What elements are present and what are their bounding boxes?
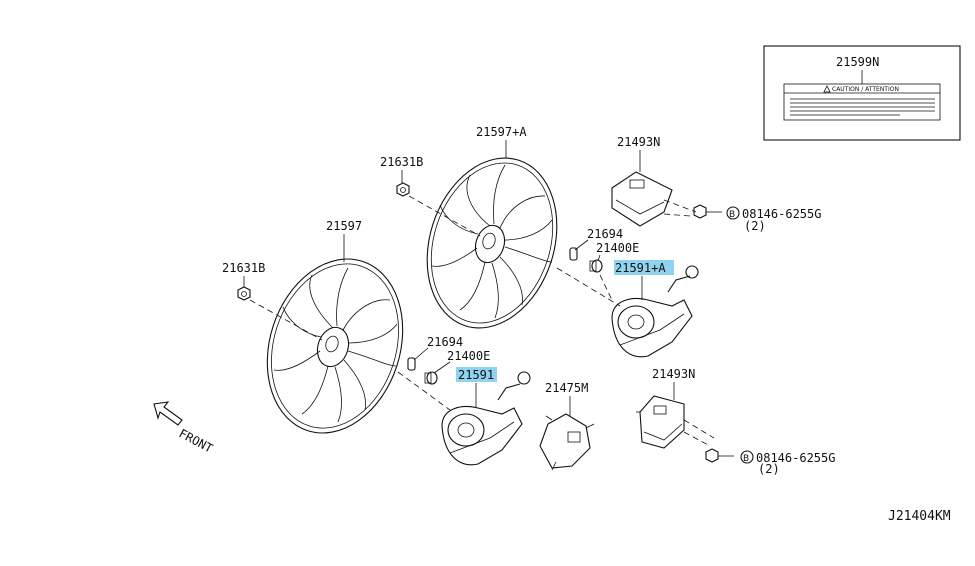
highlight-motor-upper bbox=[614, 260, 674, 275]
motor-upper bbox=[611, 265, 699, 358]
label-nut-lower: 21631B bbox=[222, 261, 265, 275]
bolt-lower-prefix: B bbox=[743, 454, 749, 464]
fan-upper bbox=[426, 157, 558, 329]
label-bracket: 21475M bbox=[545, 381, 588, 395]
fan-lower bbox=[266, 258, 404, 434]
label-fan-lower: 21597 bbox=[326, 219, 362, 233]
label-box-part-no: 21599N bbox=[836, 55, 879, 69]
label-bolt-upper: 08146-6255G bbox=[742, 207, 821, 221]
label-bolt-lower: 08146-6255G bbox=[756, 451, 835, 465]
grommet-upper bbox=[589, 259, 603, 273]
bolt-lower bbox=[705, 448, 734, 463]
nut-upper bbox=[396, 182, 410, 197]
highlight-motor-lower bbox=[456, 367, 497, 382]
label-grommet-upper: 21400E bbox=[596, 241, 639, 255]
resistor-lower bbox=[636, 395, 685, 449]
washer-upper bbox=[569, 247, 578, 261]
diagram-code: J21404KM bbox=[888, 509, 951, 524]
bolt-lower-marker: B bbox=[740, 450, 754, 464]
label-fan-upper: 21597+A bbox=[476, 125, 527, 139]
caution-triangle-icon bbox=[823, 85, 831, 93]
bolt-upper-prefix: B bbox=[729, 210, 735, 220]
front-arrow-icon bbox=[153, 401, 183, 426]
label-resistor-lower: 21493N bbox=[652, 367, 695, 381]
front-label: FRONT bbox=[177, 426, 215, 455]
label-washer-lower: 21694 bbox=[427, 335, 463, 349]
label-washer-upper: 21694 bbox=[587, 227, 623, 241]
bolt-upper-marker: B bbox=[726, 206, 740, 220]
caution-text: CAUTION / ATTENTION bbox=[832, 86, 899, 93]
caution-label-box: 21599N CAUTION / ATTENTION bbox=[763, 45, 961, 141]
label-bolt-lower-qty: (2) bbox=[758, 462, 780, 476]
label-resistor-upper: 21493N bbox=[617, 135, 660, 149]
motor-lower bbox=[441, 371, 531, 466]
label-bolt-upper-qty: (2) bbox=[744, 219, 766, 233]
label-motor-upper[interactable]: 21591+A bbox=[615, 261, 666, 275]
bracket bbox=[539, 413, 595, 471]
resistor-upper bbox=[611, 171, 673, 227]
label-grommet-lower: 21400E bbox=[447, 349, 490, 363]
label-motor-lower[interactable]: 21591 bbox=[458, 368, 494, 382]
nut-lower bbox=[237, 286, 251, 301]
label-nut-upper: 21631B bbox=[380, 155, 423, 169]
grommet-lower bbox=[424, 371, 438, 385]
bolt-upper bbox=[693, 204, 722, 219]
washer-lower bbox=[407, 357, 416, 371]
